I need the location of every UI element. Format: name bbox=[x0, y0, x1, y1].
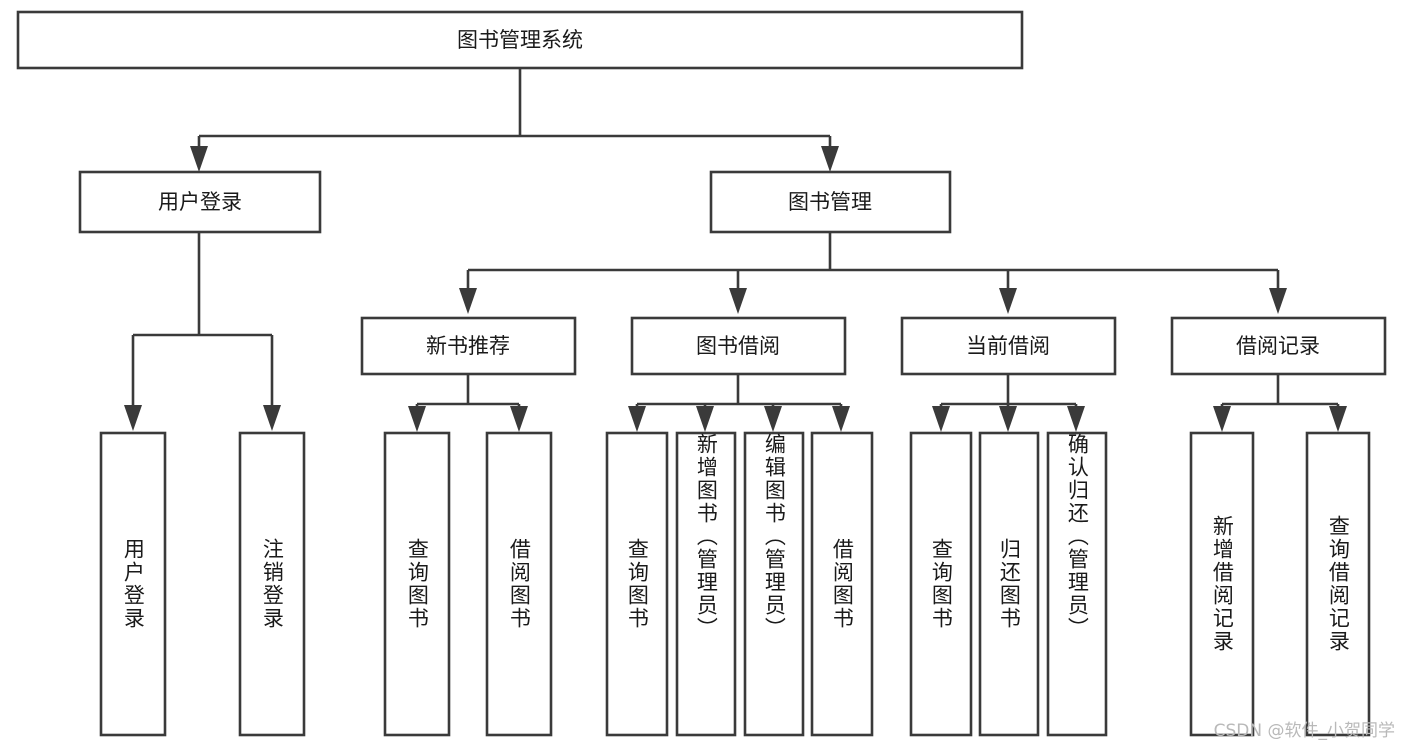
connector-group-book-manage bbox=[459, 232, 1287, 314]
arrow-leaf-confirm-return bbox=[1067, 406, 1085, 432]
arrow-new-book-recommend bbox=[459, 288, 477, 314]
node-leaf-query-book-2[interactable] bbox=[605, 431, 669, 737]
connector-group-new-book-recommend bbox=[408, 374, 528, 432]
node-root-label: 图书管理系统 bbox=[457, 28, 583, 52]
node-book-manage-label: 图书管理 bbox=[788, 190, 872, 214]
arrow-leaf-add-book bbox=[696, 406, 714, 432]
node-leaf-edit-book[interactable] bbox=[743, 431, 805, 737]
node-leaf-add-book[interactable] bbox=[675, 431, 737, 737]
node-new-book-recommend-label: 新书推荐 bbox=[426, 334, 510, 358]
node-book-borrow[interactable] bbox=[630, 316, 847, 376]
node-leaf-borrow-book-1[interactable] bbox=[485, 431, 553, 737]
node-new-book-recommend[interactable] bbox=[360, 316, 577, 376]
node-user-login-label: 用户登录 bbox=[158, 190, 242, 214]
arrow-leaf-add-record bbox=[1213, 406, 1231, 432]
arrow-leaf-borrow-book-2 bbox=[832, 406, 850, 432]
node-leaf-query-book-3[interactable] bbox=[909, 431, 973, 737]
arrow-leaf-query-book-1 bbox=[408, 406, 426, 432]
node-leaf-borrow-book-2[interactable] bbox=[810, 431, 874, 737]
connector-group-borrow-record bbox=[1213, 374, 1347, 432]
connector-group-user-login bbox=[124, 232, 281, 431]
node-leaf-user-logout[interactable] bbox=[238, 431, 306, 737]
node-leaf-confirm-return[interactable] bbox=[1046, 431, 1108, 737]
arrow-leaf-return-book bbox=[999, 406, 1017, 432]
arrow-leaf-borrow-book-1 bbox=[510, 406, 528, 432]
connector-group-current-borrow bbox=[932, 374, 1085, 432]
node-current-borrow[interactable] bbox=[900, 316, 1117, 376]
arrow-leaf-query-record bbox=[1329, 406, 1347, 432]
node-leaf-return-book[interactable] bbox=[978, 431, 1040, 737]
node-book-manage[interactable] bbox=[709, 170, 952, 234]
arrow-book-borrow bbox=[729, 288, 747, 314]
arrow-borrow-record bbox=[1269, 288, 1287, 314]
node-book-borrow-label: 图书借阅 bbox=[696, 334, 780, 358]
node-current-borrow-label: 当前借阅 bbox=[966, 334, 1050, 358]
node-leaf-query-record[interactable] bbox=[1305, 431, 1371, 737]
arrow-leaf-query-book-3 bbox=[932, 406, 950, 432]
node-borrow-record[interactable] bbox=[1170, 316, 1387, 376]
node-user-login[interactable] bbox=[78, 170, 322, 234]
arrow-book-manage bbox=[821, 146, 839, 172]
connector-group-root bbox=[190, 68, 839, 172]
arrow-leaf-edit-book bbox=[764, 406, 782, 432]
node-leaf-query-book-1[interactable] bbox=[383, 431, 451, 737]
arrow-leaf-user-login bbox=[124, 405, 142, 431]
node-leaf-user-login[interactable] bbox=[99, 431, 167, 737]
arrow-user-login bbox=[190, 146, 208, 172]
arrow-leaf-user-logout bbox=[263, 405, 281, 431]
node-borrow-record-label: 借阅记录 bbox=[1236, 334, 1320, 358]
arrow-current-borrow bbox=[999, 288, 1017, 314]
node-root[interactable] bbox=[16, 10, 1024, 70]
node-leaf-add-record[interactable] bbox=[1189, 431, 1255, 737]
arrow-leaf-query-book-2 bbox=[628, 406, 646, 432]
watermark: CSDN @软件_小贺同学 bbox=[1213, 721, 1395, 741]
connector-group-book-borrow bbox=[628, 374, 850, 432]
